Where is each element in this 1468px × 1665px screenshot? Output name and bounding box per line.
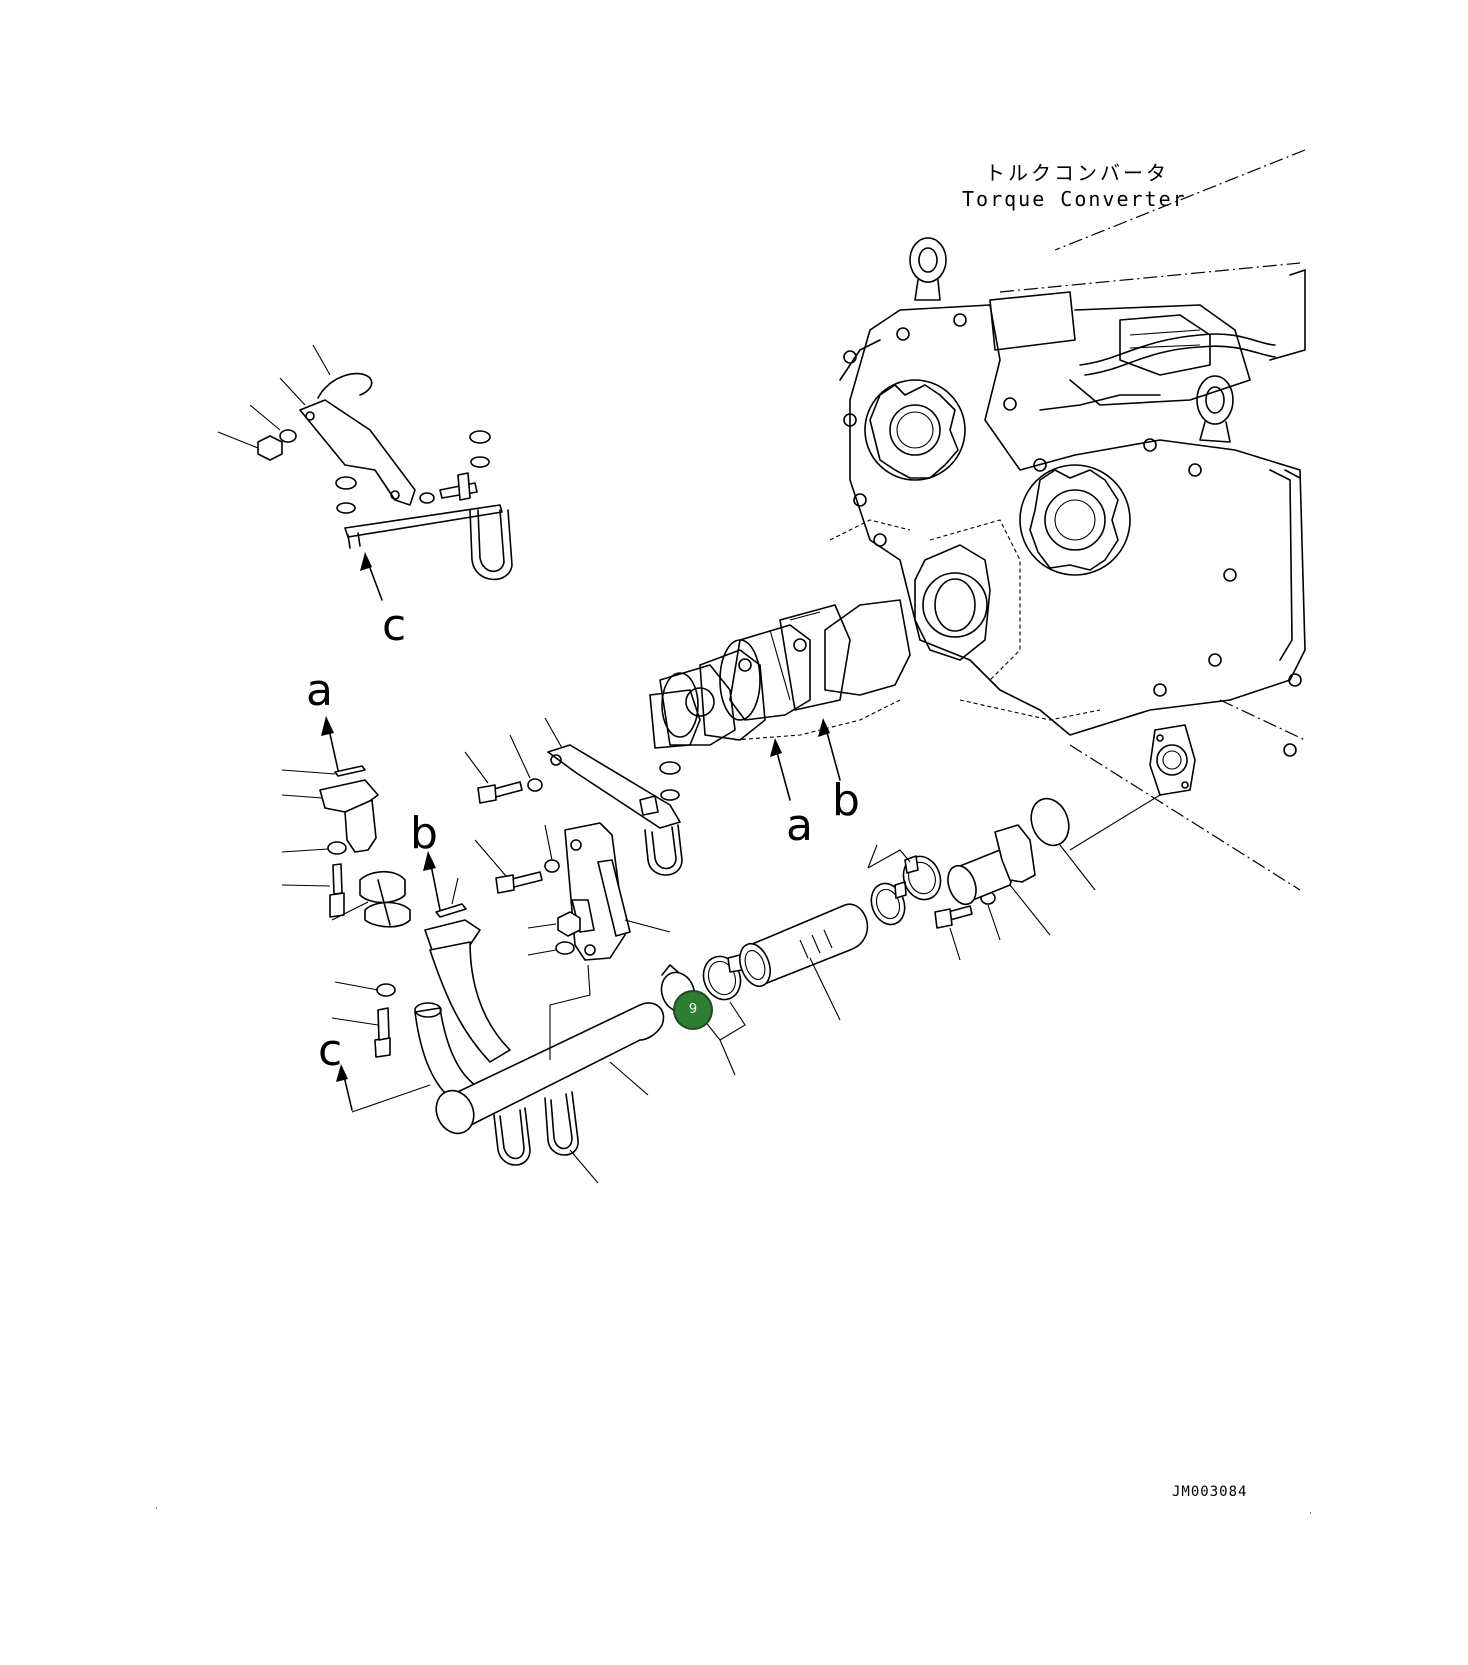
callout-9[interactable]: 9 — [673, 990, 713, 1030]
view-arrows-pump: a b — [770, 718, 860, 851]
view-letter-c-lower: c — [318, 1025, 342, 1076]
view-letter-b-lower: b — [410, 808, 438, 859]
view-letter-a-lower: a — [306, 665, 333, 716]
exhaust-pipe-assembly: a b c — [281, 665, 683, 1184]
title-english: Torque Converter — [962, 187, 1187, 211]
view-letter-c-detail: c — [382, 600, 406, 651]
detail-c-bracket: c — [217, 344, 513, 651]
hose-and-clamps — [660, 724, 1196, 1076]
drawing-number: JM003084 — [1172, 1484, 1248, 1500]
pump-assembly — [649, 599, 911, 749]
title-japanese: トルクコンバータ — [985, 161, 1169, 185]
torque-converter-housing — [829, 149, 1306, 891]
view-letter-a-pump: a — [786, 800, 813, 851]
view-letter-b-pump: b — [832, 775, 860, 826]
